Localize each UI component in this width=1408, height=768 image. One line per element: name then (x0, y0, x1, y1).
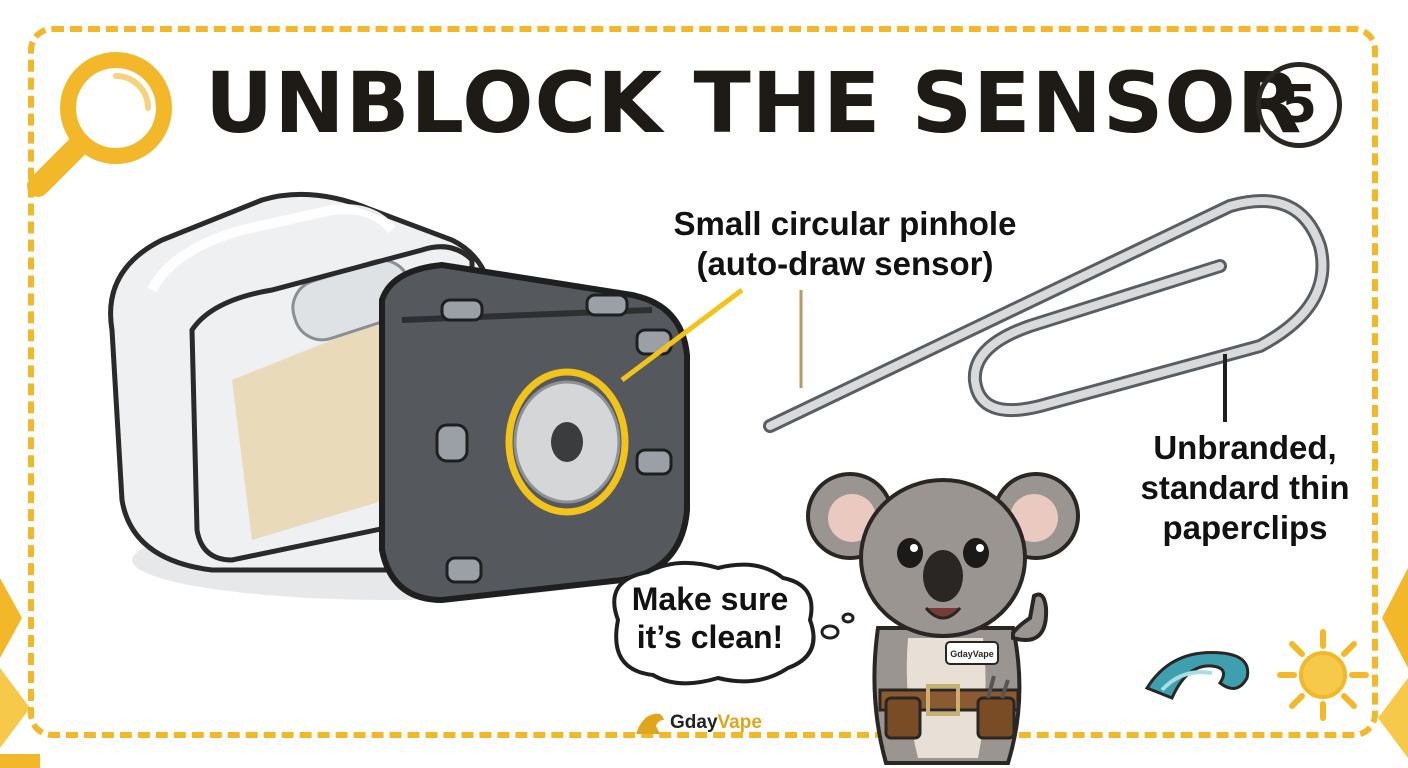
speech-bubble (612, 560, 855, 686)
sun-icon (1277, 629, 1369, 721)
corner-decoration-right (1378, 568, 1408, 758)
brand-prefix: Gday (670, 712, 718, 733)
kangaroo-logo-icon (636, 713, 664, 734)
paperclip-callout-line3: paperclips (1162, 509, 1328, 546)
page-title: UNBLOCK THE SENSOR (205, 54, 1303, 152)
koala-mascot: GdayVape (806, 472, 1080, 765)
paperclip-callout: Unbranded, standard thin paperclips (1110, 428, 1380, 548)
koala-badge-text: GdayVape (950, 649, 994, 659)
paperclip-callout-line1: Unbranded, (1153, 429, 1337, 466)
pinhole-callout-line2: (auto-draw sensor) (696, 245, 994, 282)
speech-bubble-text: Make sure it’s clean! (612, 580, 808, 656)
brand-wordmark: GdayVape (670, 712, 762, 734)
paperclip-illustration (763, 194, 1330, 433)
speech-line1: Make sure (631, 581, 789, 617)
pinhole-callout-line1: Small circular pinhole (673, 205, 1017, 242)
magnifier-icon (27, 52, 172, 197)
wave-icon (1144, 650, 1250, 700)
brand-suffix: Vape (717, 712, 762, 733)
step-number-badge: 5 (1256, 62, 1342, 148)
pinhole-callout: Small circular pinhole (auto-draw sensor… (640, 204, 1050, 284)
pinhole-leader-line (799, 290, 803, 388)
corner-decoration-left (0, 578, 40, 768)
speech-line2: it’s clean! (636, 619, 784, 655)
dashed-frame (28, 26, 1378, 738)
vape-pod-illustration (108, 191, 744, 604)
paperclip-leader-line (1223, 354, 1227, 422)
paperclip-callout-line2: standard thin (1140, 469, 1350, 506)
